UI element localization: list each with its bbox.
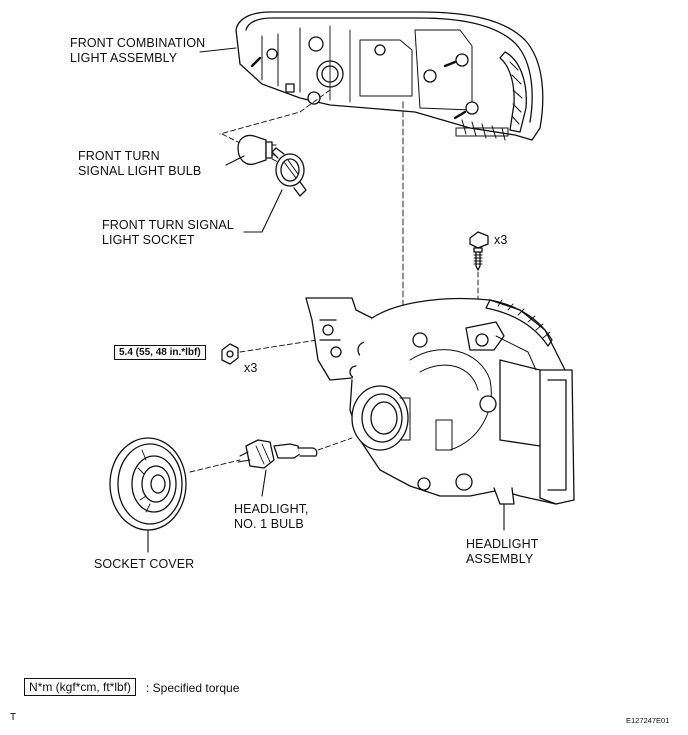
leader-turn-socket [243, 189, 283, 233]
leader-headlight-bulb [261, 469, 267, 497]
headlight-assembly [305, 297, 575, 505]
screw-icon [469, 231, 489, 271]
leader-front-combination [199, 47, 237, 53]
label-front-combination-light-assembly: FRONT COMBINATION LIGHT ASSEMBLY [70, 36, 206, 65]
alignment-line-cover [189, 459, 241, 473]
label-nut-quantity: x3 [244, 361, 258, 375]
front-combination-light-assembly [235, 11, 544, 141]
socket-cover [109, 437, 187, 531]
alignment-line-headlight-bulb [317, 437, 353, 451]
label-socket-cover: SOCKET COVER [94, 557, 195, 571]
label-front-turn-signal-light-socket: FRONT TURN SIGNAL LIGHT SOCKET [102, 218, 234, 247]
torque-spec-box: 5.4 (55, 48 in.*lbf) [114, 345, 206, 360]
front-turn-signal-bulb [237, 134, 277, 166]
leader-turn-bulb [225, 155, 245, 166]
legend-torque-units-box: N*m (kgf*cm, ft*lbf) [24, 678, 137, 696]
nut-icon [221, 343, 239, 365]
legend-torque-description: : Specified torque [146, 681, 240, 695]
front-turn-signal-socket [271, 147, 307, 197]
label-front-turn-signal-light-bulb: FRONT TURN SIGNAL LIGHT BULB [78, 149, 202, 178]
label-screw-quantity: x3 [494, 233, 508, 247]
headlight-bulb [237, 439, 318, 469]
label-headlight-assembly: HEADLIGHT ASSEMBLY [466, 537, 539, 566]
figure-id: E127247E01 [626, 716, 670, 725]
label-headlight-no1-bulb: HEADLIGHT, NO. 1 BULB [234, 502, 309, 531]
alignment-line-bulb [219, 89, 331, 135]
footer-left-mark: T [10, 712, 17, 723]
